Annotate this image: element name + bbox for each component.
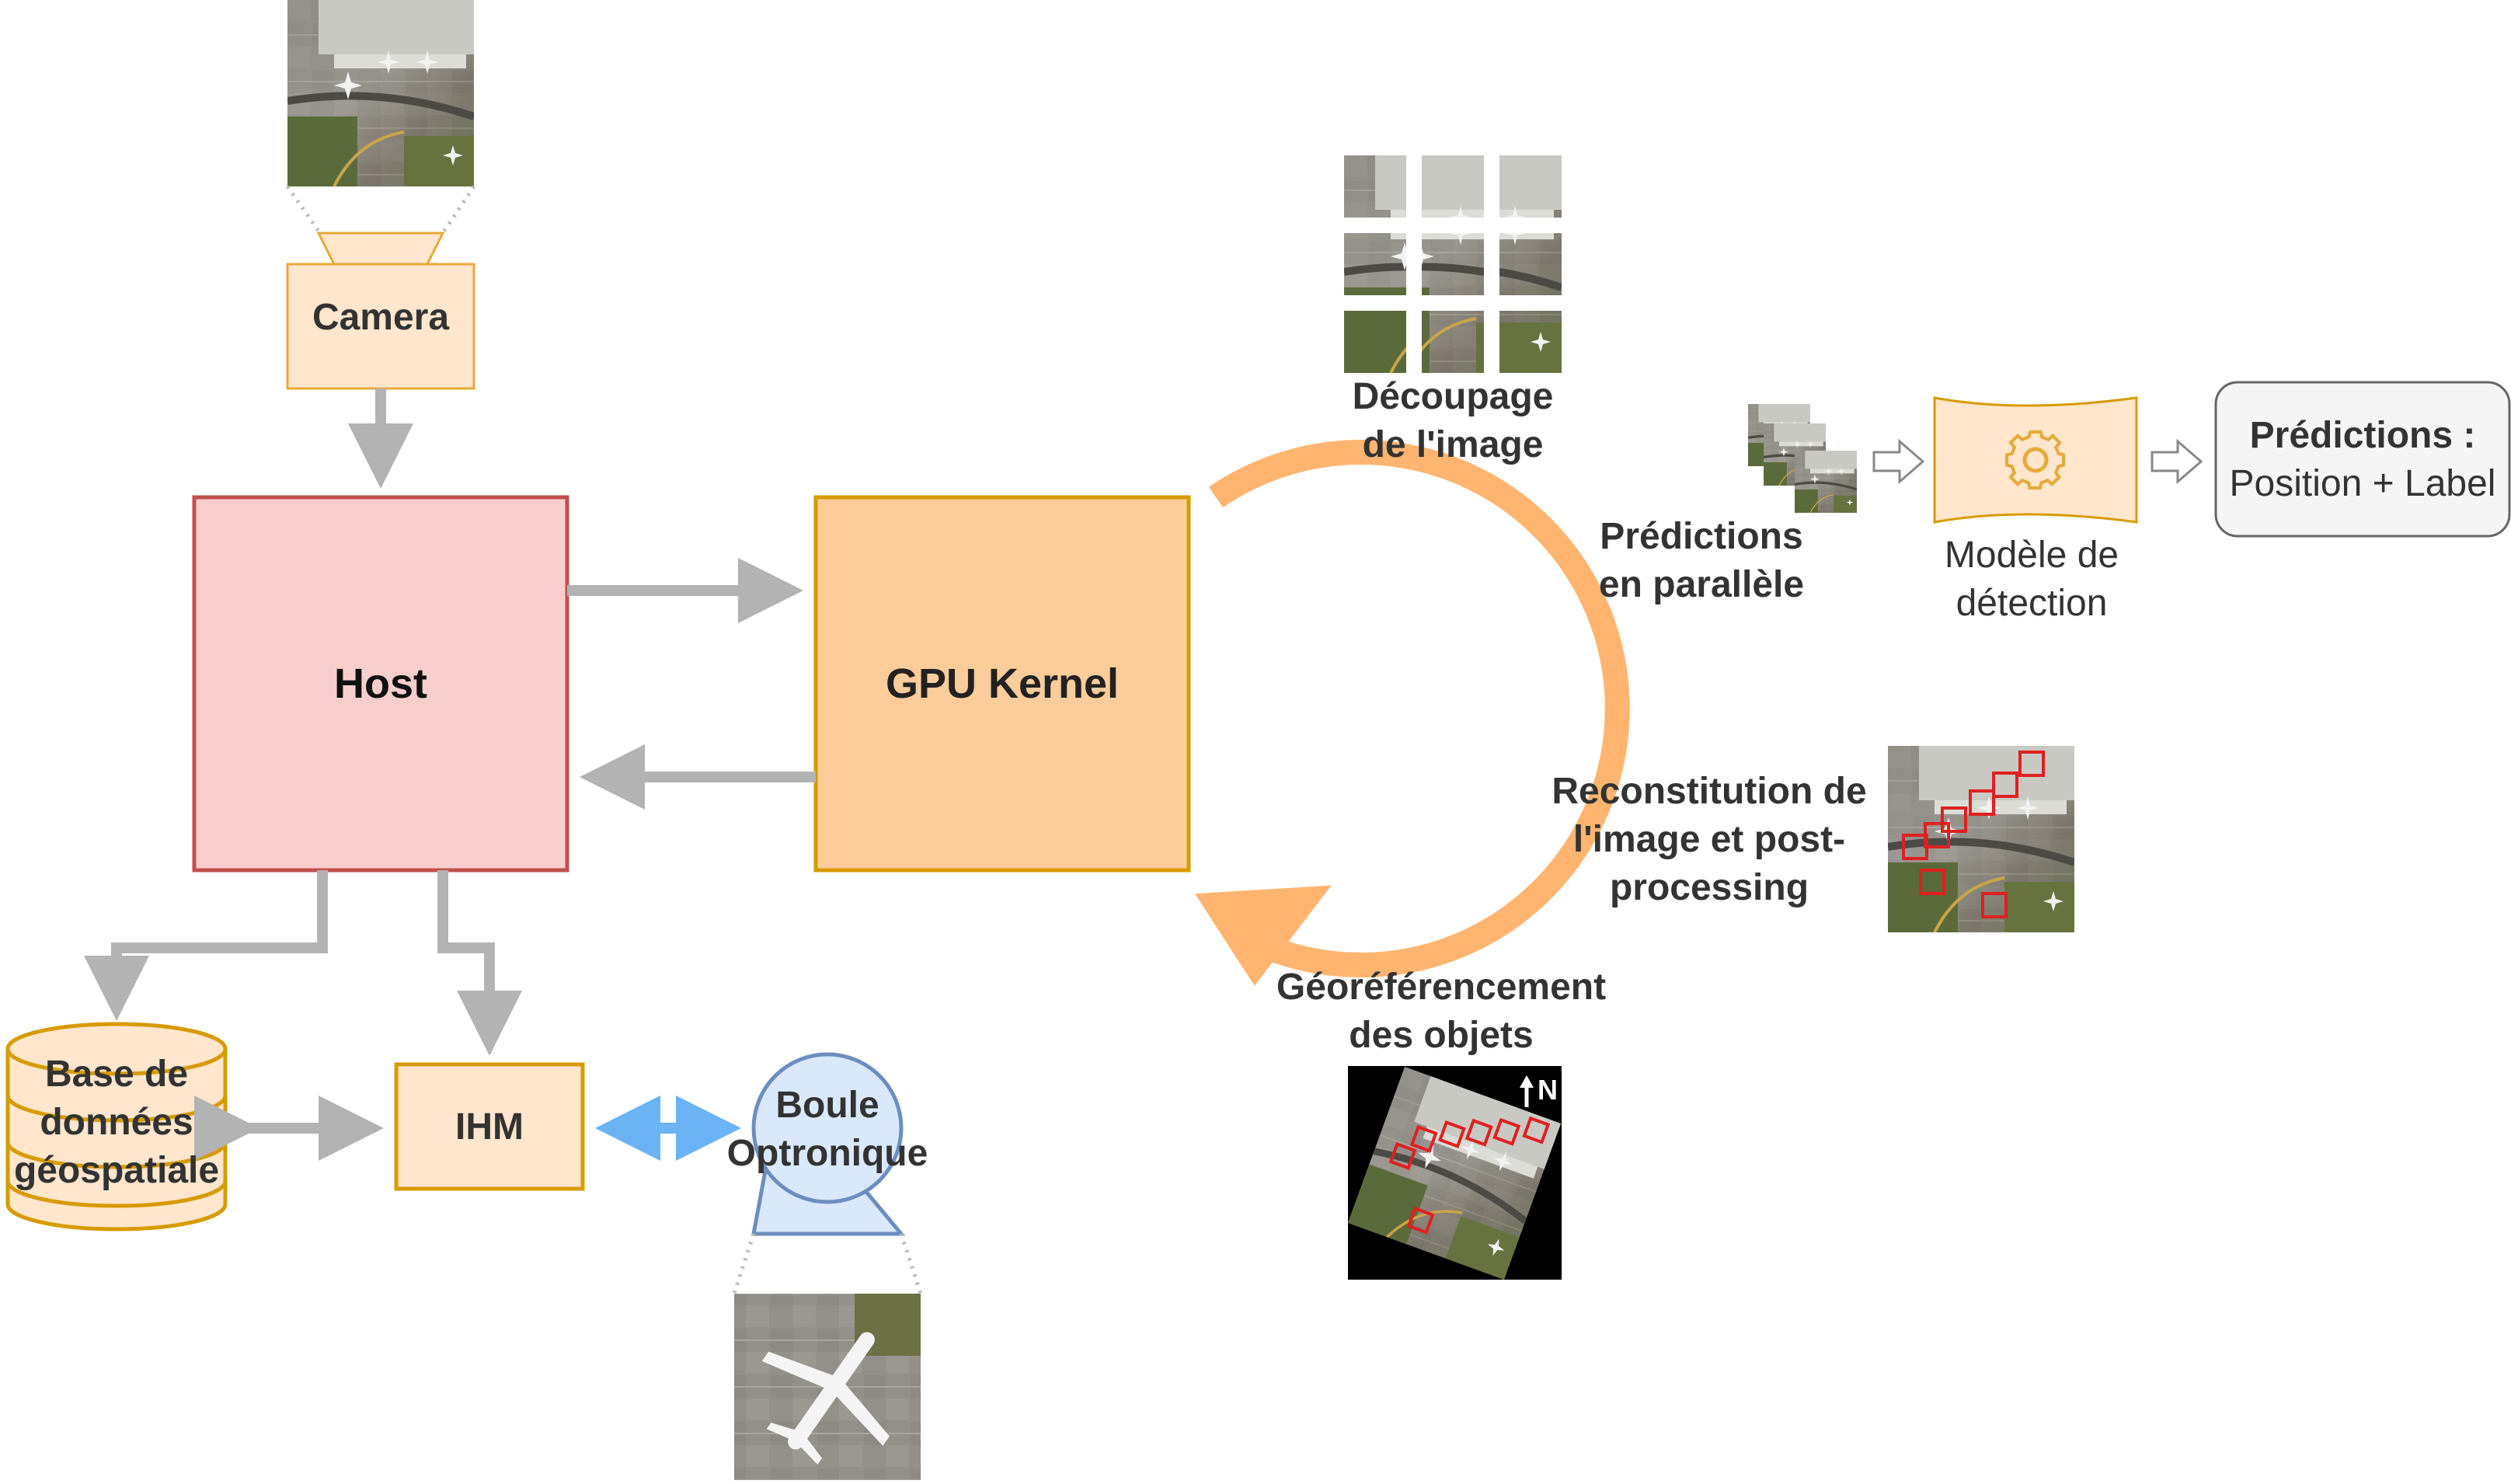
reconstruction-label: Reconstitution de l'image et post- proce… (1523, 768, 1896, 912)
optronic-fov-line-right (899, 1233, 923, 1294)
parallel-label-line: en parallèle (1598, 564, 1805, 605)
detection-model-label: Modèle de détection (1896, 531, 2168, 628)
north-arrow-icon (1520, 1075, 1534, 1107)
camera-fov-line-right (441, 185, 476, 235)
tiling-label: Découpage de l'image (1305, 373, 1600, 469)
optronic-fov-line-left (732, 1233, 756, 1294)
tiled-image-grid (1344, 155, 1562, 373)
database-label: Base de données géospatiale (0, 1050, 233, 1195)
database-label-line: géospatiale (13, 1150, 220, 1191)
gear-icon (2005, 430, 2066, 490)
database-label-line: données (40, 1102, 193, 1143)
arrow-host-to-ihm (437, 870, 522, 1056)
parallel-label-line: Prédictions (1600, 516, 1803, 557)
detection-model-node (1933, 396, 2138, 524)
parallel-predictions-label: Prédictions en parallèle (1546, 513, 1857, 609)
predictions-output-node (2214, 381, 2511, 538)
tiling-label-line: Découpage (1352, 376, 1554, 417)
optronic-ball-label: Boule Optronique (711, 1082, 944, 1178)
model-label-line: détection (1956, 583, 2108, 624)
georeferencing-label-line: des objets (1349, 1015, 1534, 1056)
ihm-label: IHM (455, 1106, 524, 1148)
camera-lens-icon (316, 232, 445, 266)
airplane-icon (761, 1332, 890, 1465)
processing-cycle-arrow (1208, 440, 1630, 978)
tiling-label-line: de l'image (1362, 424, 1544, 465)
reconstructed-image (1888, 746, 2074, 932)
optronic-label-line: Boule (775, 1085, 879, 1126)
host-node (192, 495, 569, 873)
georeferencing-label-line: Géoréférencement (1276, 967, 1607, 1008)
hollow-arrow-icon (1872, 438, 1925, 485)
gpu-kernel-label: GPU Kernel (885, 660, 1120, 707)
reconstruction-label-line: l'image et post- (1572, 819, 1846, 860)
predictions-title: Prédictions : (2249, 415, 2476, 456)
optronic-label-line: Optronique (726, 1133, 928, 1174)
stacked-tiles-image (1748, 404, 1857, 513)
reconstruction-label-line: processing (1609, 867, 1809, 908)
hollow-arrow-icon (2151, 438, 2203, 485)
camera-label: Camera (312, 297, 450, 338)
camera-view-image (287, 0, 474, 186)
arrow-host-to-database (84, 870, 328, 1021)
model-label-line: Modèle de (1944, 535, 2119, 576)
host-label: Host (334, 660, 427, 707)
georeferenced-image (1348, 1066, 1562, 1280)
database-node (5, 1022, 228, 1231)
georeferencing-label: Géoréférencement des objets (1243, 963, 1639, 1060)
north-label: N (1538, 1074, 1558, 1106)
cycle-arrowhead-icon (1195, 885, 1332, 986)
reconstruction-label-line: Reconstitution de (1552, 771, 1867, 812)
database-label-line: Base de (44, 1054, 189, 1095)
optronic-view-image (734, 1294, 921, 1480)
camera-fov-line-left (285, 185, 322, 235)
predictions-detail: Position + Label (2229, 463, 2496, 504)
ihm-node (394, 1062, 585, 1191)
gpu-kernel-node (813, 495, 1191, 873)
camera-node (286, 263, 475, 390)
optronic-ball-node (751, 1052, 906, 1236)
